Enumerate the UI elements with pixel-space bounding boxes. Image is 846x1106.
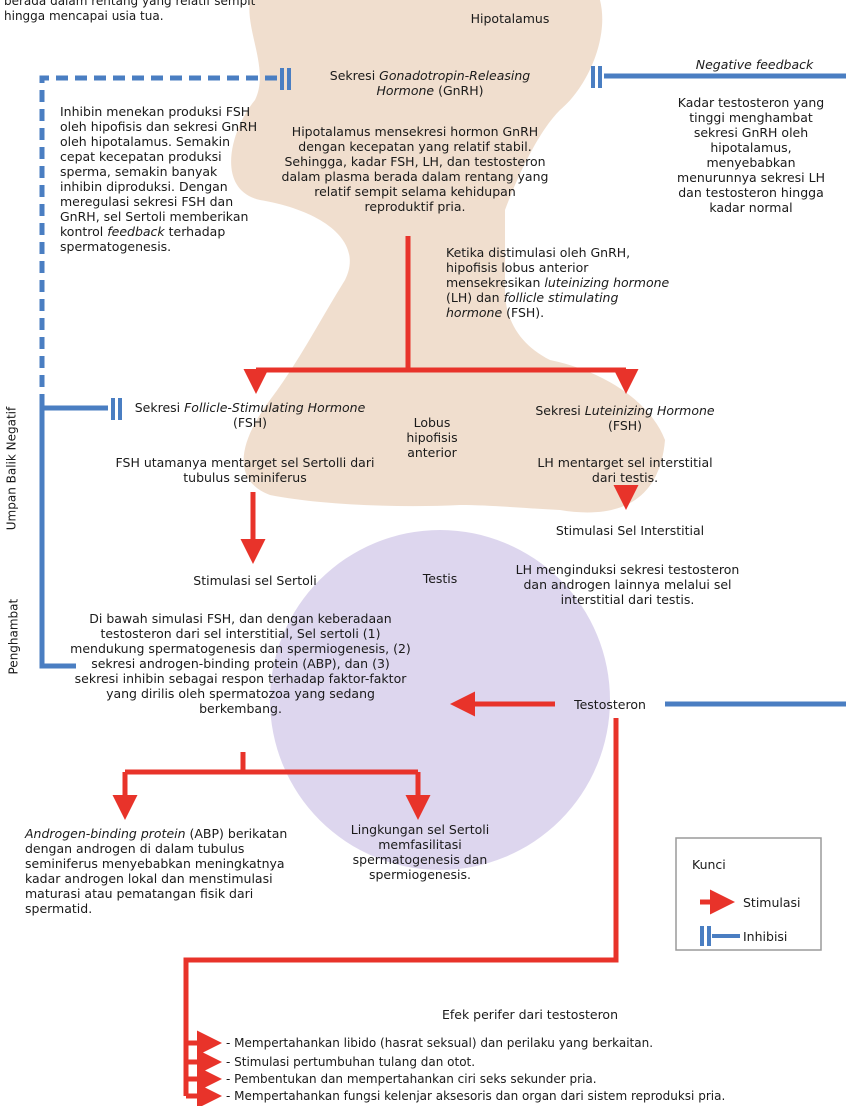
anterior-lobe-label: Lobus hipofisis anterior bbox=[406, 415, 458, 460]
top-left-text: berada dalam rentang yang relatif sempit… bbox=[4, 0, 256, 23]
negative-feedback-title: Negative feedback bbox=[695, 57, 814, 72]
testis-label: Testis bbox=[422, 571, 458, 586]
interstitial-description: LH menginduksi sekresi testosteron dan a… bbox=[515, 562, 740, 607]
side-label-negative-feedback: Umpan Balik Negatif bbox=[4, 406, 19, 531]
legend-title: Kunci bbox=[692, 857, 726, 872]
fsh-title: Sekresi Follicle-Stimulating Hormone (FS… bbox=[134, 400, 366, 430]
testosterone-label: Testosteron bbox=[574, 697, 646, 712]
abp-description: Androgen-binding protein (ABP) berikatan… bbox=[25, 826, 288, 916]
legend-inhibition-label: Inhibisi bbox=[743, 929, 788, 944]
inhibin-description: Inhibin menekan produksi FSH oleh hipofi… bbox=[60, 104, 258, 254]
sertoli-environment-description: Lingkungan sel Sertoli memfasilitasi spe… bbox=[350, 822, 490, 882]
sertoli-description: Di bawah simulasi FSH, dan dengan kebera… bbox=[70, 611, 411, 716]
sertoli-title: Stimulasi sel Sertoli bbox=[193, 573, 317, 588]
inhibin-dashed-line bbox=[39, 75, 277, 410]
gnrh-title: Sekresi Gonadotropin-Releasing Hormone (… bbox=[329, 68, 531, 98]
stimulation-arrows bbox=[112, 236, 639, 1106]
testis-shape bbox=[270, 530, 610, 870]
pituitary-description: Ketika distimulasi oleh GnRH, hipofisis … bbox=[446, 245, 670, 320]
fsh-description: FSH utamanya mentarget sel Sertolli dari… bbox=[115, 455, 375, 485]
inhibin-solid-line bbox=[39, 405, 108, 669]
peripheral-effects-title: Efek perifer dari testosteron bbox=[441, 1007, 618, 1022]
negative-feedback-description: Kadar testosteron yang tinggi menghambat… bbox=[677, 95, 825, 215]
hypothalamus-pituitary-shape bbox=[231, 0, 665, 513]
gnrh-inhibit-bar-left bbox=[280, 68, 291, 90]
hypothalamus-label: Hipotalamus bbox=[470, 11, 550, 26]
gnrh-description: Hipotalamus mensekresi hormon GnRH denga… bbox=[281, 124, 549, 214]
legend-inhib-symbol bbox=[700, 926, 740, 946]
peripheral-effect-item: - Mempertahankan libido (hasrat seksual)… bbox=[226, 1036, 654, 1050]
peripheral-effect-item: - Pembentukan dan mempertahankan ciri se… bbox=[226, 1072, 597, 1086]
fsh-inhibit-bar bbox=[111, 398, 122, 420]
lh-title: Sekresi Luteinizing Hormone (FSH) bbox=[535, 403, 715, 433]
gnrh-inhibit-bar-right bbox=[591, 66, 602, 88]
lh-description: LH mentarget sel interstitial dari testi… bbox=[537, 455, 713, 485]
side-label-inhibitor: Penghambat bbox=[6, 598, 21, 675]
legend-stimulation-label: Stimulasi bbox=[743, 895, 801, 910]
negative-feedback-line bbox=[604, 73, 846, 707]
peripheral-effect-item: - Mempertahankan fungsi kelenjar aksesor… bbox=[226, 1089, 726, 1103]
interstitial-title: Stimulasi Sel Interstitial bbox=[555, 523, 705, 538]
peripheral-effect-item: - Stimulasi pertumbuhan tulang dan otot. bbox=[226, 1055, 476, 1069]
